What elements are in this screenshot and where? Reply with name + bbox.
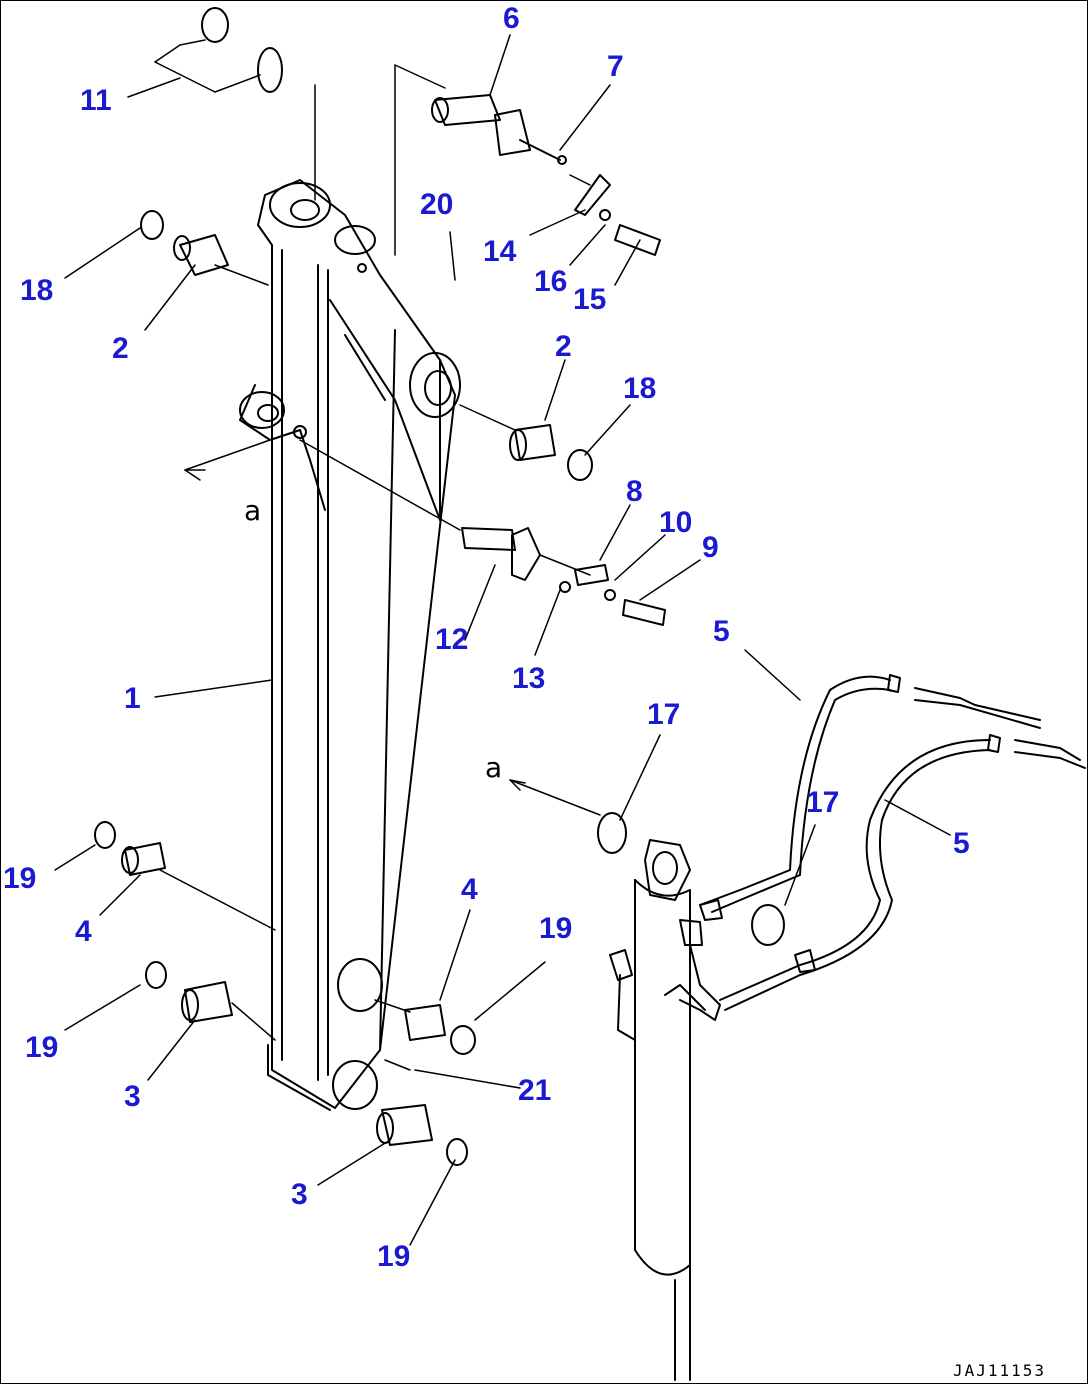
callout-2: 2 bbox=[555, 330, 572, 363]
callout-6: 6 bbox=[503, 2, 520, 35]
parts bbox=[94, 7, 785, 1166]
view-mark-a: a bbox=[485, 751, 503, 784]
callout-18: 18 bbox=[20, 274, 54, 307]
callout-9: 9 bbox=[702, 531, 719, 564]
callout-17: 17 bbox=[647, 698, 681, 731]
callout-19: 19 bbox=[539, 912, 573, 945]
callout-leaders bbox=[54, 34, 951, 1246]
callout-14: 14 bbox=[483, 235, 517, 268]
callout-3: 3 bbox=[124, 1080, 141, 1113]
callout-4: 4 bbox=[461, 873, 478, 906]
callout-5: 5 bbox=[713, 615, 730, 648]
callout-2: 2 bbox=[112, 332, 129, 365]
callout-20: 20 bbox=[420, 188, 454, 221]
callout-15: 15 bbox=[573, 283, 607, 316]
callout-13: 13 bbox=[512, 662, 546, 695]
view-mark-a: a bbox=[244, 494, 262, 527]
callout-1: 1 bbox=[124, 682, 141, 715]
callout-12: 12 bbox=[435, 623, 469, 656]
callout-5: 5 bbox=[953, 827, 970, 860]
callout-4: 4 bbox=[75, 915, 92, 948]
callout-21: 21 bbox=[518, 1074, 552, 1107]
leader-lines bbox=[154, 39, 691, 1381]
callout-19: 19 bbox=[3, 862, 37, 895]
cylinder-and-hoses bbox=[609, 674, 1086, 1276]
callout-17: 17 bbox=[806, 786, 840, 819]
callout-16: 16 bbox=[534, 265, 568, 298]
callout-19: 19 bbox=[25, 1031, 59, 1064]
arm-body bbox=[239, 179, 461, 1111]
callout-18: 18 bbox=[623, 372, 657, 405]
callout-19: 19 bbox=[377, 1240, 411, 1273]
callout-10: 10 bbox=[659, 506, 693, 539]
callout-7: 7 bbox=[607, 50, 624, 83]
drawing-code: JAJ11153 bbox=[953, 1361, 1047, 1380]
callout-3: 3 bbox=[291, 1178, 308, 1211]
callout-11: 11 bbox=[80, 84, 112, 117]
view-arrows bbox=[184, 439, 601, 816]
callout-8: 8 bbox=[626, 475, 643, 508]
